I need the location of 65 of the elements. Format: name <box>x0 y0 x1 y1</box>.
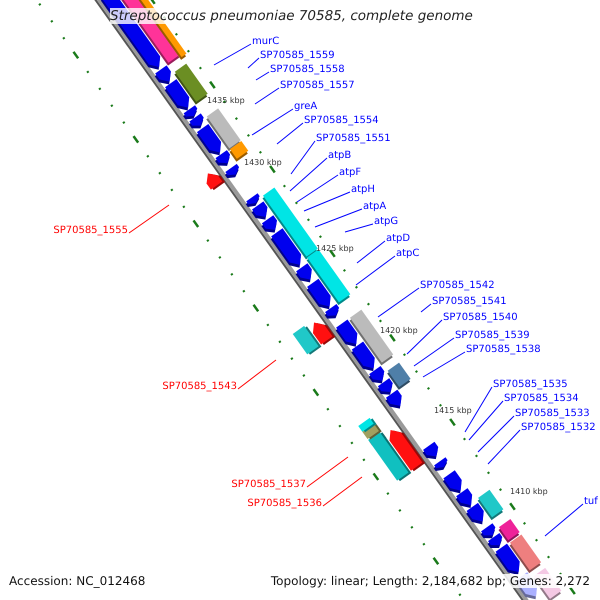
gene-label: SP70585_1539 <box>455 329 530 342</box>
genome-info-text: Topology: linear; Length: 2,184,682 bp; Genes: 2,272 <box>270 574 590 588</box>
gene-label: SP70585_1554 <box>304 114 379 127</box>
leader-line <box>322 476 362 506</box>
gene-label: SP70585_1537 <box>231 478 306 491</box>
leader-line <box>488 430 520 464</box>
gene-label: SP70585_1532 <box>521 421 596 434</box>
leader-line <box>344 224 374 232</box>
leader-line <box>238 360 276 390</box>
gene-label: SP70585_1536 <box>247 497 322 510</box>
leader-line <box>290 140 316 174</box>
gene-label: greA <box>294 100 318 113</box>
leader-line <box>256 72 270 80</box>
scale-label: 1430 kbp <box>244 158 282 168</box>
leader-line <box>276 122 304 144</box>
leader-line <box>468 400 504 440</box>
map-title: Streptococcus pneumoniae 70585, complete genome <box>110 8 473 24</box>
scale-label: 1435 kbp <box>207 96 245 106</box>
gene-label: atpH <box>351 183 375 196</box>
leader-line <box>356 240 386 264</box>
gene-label: SP70585_1535 <box>493 378 568 391</box>
gene-label: SP70585_1542 <box>420 279 495 292</box>
gene-label: SP70585_1558 <box>270 63 345 76</box>
leader-line <box>406 320 442 354</box>
leader-line <box>290 158 328 192</box>
gene-label: SP70585_1555 <box>53 224 128 237</box>
leader-line <box>314 208 362 228</box>
scale-label: 1415 kbp <box>434 406 472 416</box>
leader-line <box>378 288 420 318</box>
gene-label: SP70585_1540 <box>443 311 518 324</box>
gene-label: SP70585_1543 <box>162 380 237 393</box>
gene-label: tuf <box>584 495 598 508</box>
leader-line <box>478 416 514 452</box>
leader-line <box>544 504 584 536</box>
scale-label: 1420 kbp <box>380 326 418 336</box>
leader-line <box>254 88 280 104</box>
gene-label: SP70585_1541 <box>432 295 507 308</box>
leader-line <box>306 456 348 488</box>
leader-line <box>420 304 432 312</box>
gene-label: SP70585_1538 <box>466 343 541 356</box>
scale-label: 1425 kbp <box>316 244 354 254</box>
gene-label: SP70585_1559 <box>260 49 335 62</box>
gene-label: atpA <box>363 200 386 213</box>
leader-line <box>252 108 294 136</box>
gene-label: atpB <box>328 149 352 162</box>
leader-line <box>422 352 466 378</box>
leader-line <box>248 58 260 68</box>
leader-line <box>128 204 170 234</box>
leader-line <box>296 174 338 202</box>
leader-line <box>356 256 396 286</box>
accession-text: Accession: NC_012468 <box>9 574 146 588</box>
leader-line <box>414 338 454 366</box>
leader-line <box>304 192 350 212</box>
leader-line <box>214 44 252 66</box>
gene-label: atpG <box>374 215 398 228</box>
scale-label: 1410 kbp <box>510 487 548 497</box>
gene-label: SP70585_1534 <box>504 392 579 405</box>
gene-label: atpD <box>386 232 410 245</box>
gene-label: SP70585_1551 <box>316 132 391 145</box>
gene-label: SP70585_1557 <box>280 79 355 92</box>
gene-label: atpF <box>339 166 362 179</box>
leader-line <box>464 386 492 432</box>
gene-label: murC <box>252 35 280 48</box>
gene-label: SP70585_1533 <box>515 407 590 420</box>
gene-label: atpC <box>396 247 420 260</box>
